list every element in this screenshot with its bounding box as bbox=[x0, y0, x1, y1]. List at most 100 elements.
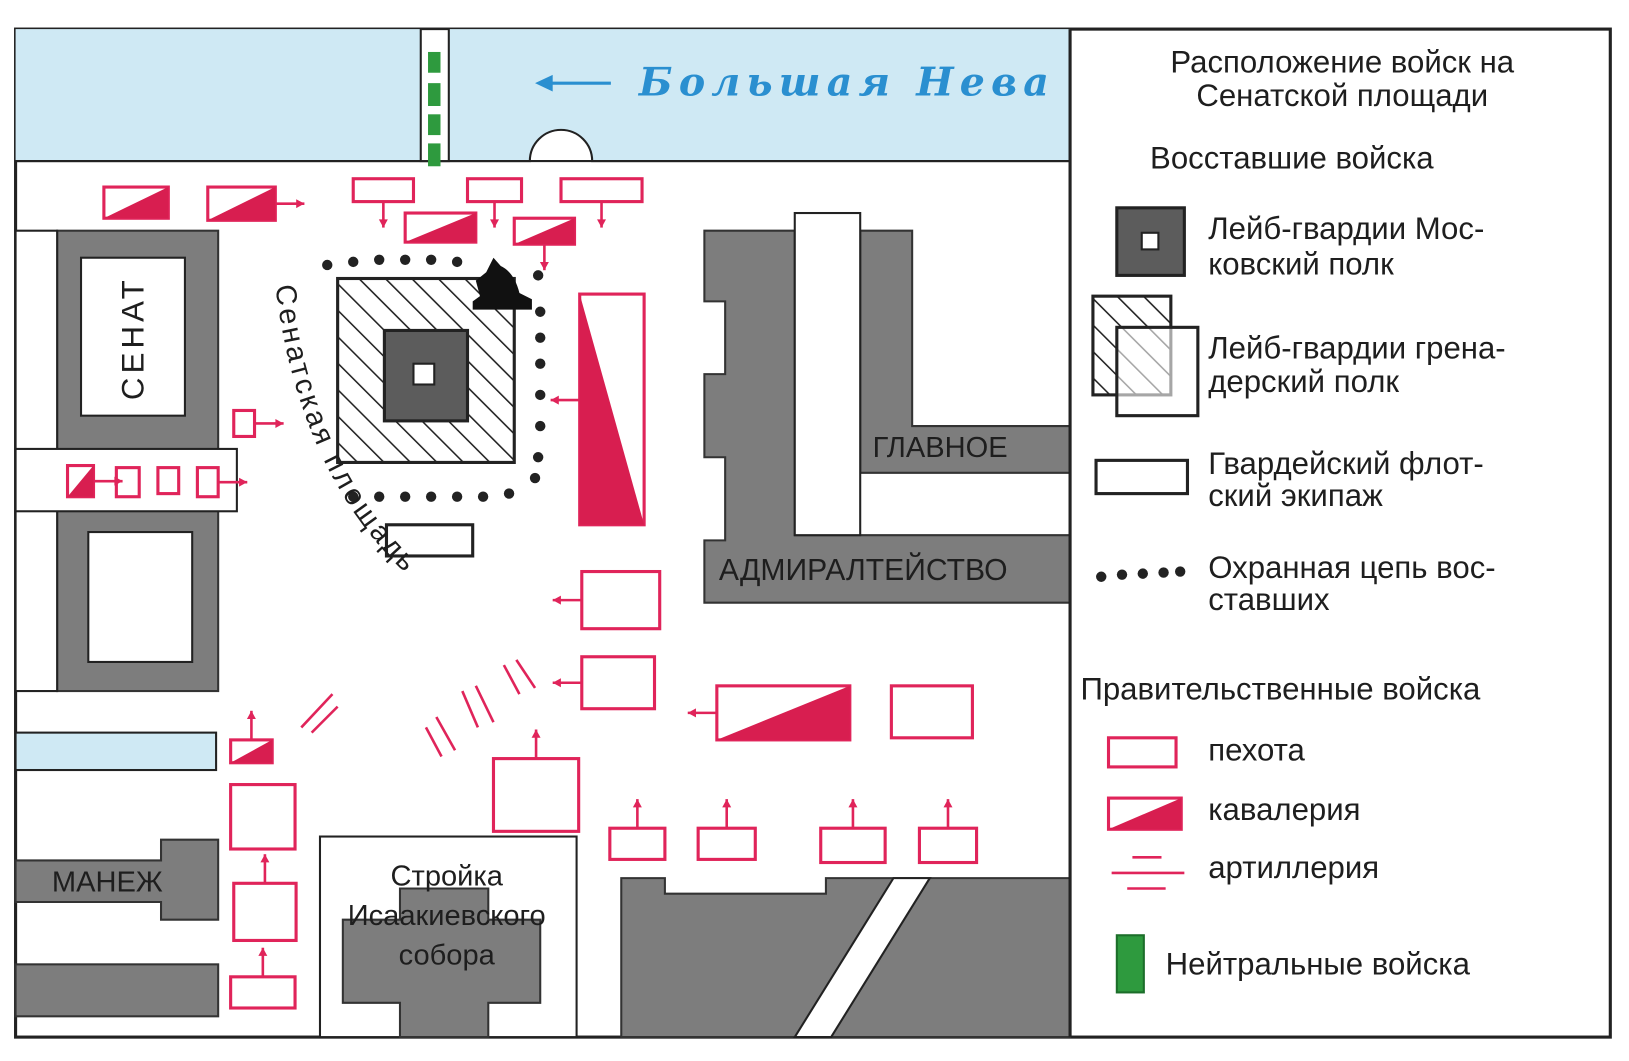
bottom-building bbox=[620, 877, 1072, 1039]
manege-building: МАНЕЖ bbox=[14, 838, 220, 1018]
svg-text:Лейб-гвардии грена-: Лейб-гвардии грена- bbox=[1208, 331, 1505, 366]
svg-text:Сенатской площади: Сенатской площади bbox=[1196, 78, 1488, 113]
svg-text:собора: собора bbox=[399, 939, 496, 971]
artillery-icon bbox=[1111, 856, 1185, 890]
svg-text:кавалерия: кавалерия bbox=[1208, 792, 1360, 827]
svg-text:ковский полк: ковский полк bbox=[1208, 246, 1394, 281]
guard-chain-dot bbox=[503, 488, 515, 499]
cavalry-unit bbox=[102, 185, 170, 220]
infantry-icon bbox=[1106, 736, 1178, 769]
svg-text:ставших: ставших bbox=[1208, 582, 1330, 617]
guard-chain-dot bbox=[451, 491, 463, 502]
guard-chain-dot bbox=[477, 491, 489, 502]
infantry-unit bbox=[889, 684, 974, 740]
svg-text:Восставшие войска: Восставшие войска bbox=[1150, 140, 1434, 175]
movement-arrow-icon bbox=[260, 854, 270, 884]
svg-text:Гвардейский флот-: Гвардейский флот- bbox=[1208, 446, 1484, 481]
guard-chain-dot bbox=[374, 491, 385, 502]
svg-text:Лейб-гвардии Мос-: Лейб-гвардии Мос- bbox=[1208, 211, 1484, 246]
guard-chain-dot bbox=[535, 306, 546, 317]
svg-text:Охранная цепь вос-: Охранная цепь вос- bbox=[1208, 550, 1495, 585]
grenadier-regiment-icon bbox=[1091, 294, 1200, 418]
movement-arrow-icon bbox=[378, 201, 388, 228]
svg-text:артиллерия: артиллерия bbox=[1208, 850, 1379, 885]
guard-chain-dot bbox=[535, 332, 546, 343]
guard-chain-dot bbox=[348, 491, 359, 502]
guard-chain-dot bbox=[535, 389, 546, 401]
movement-arrow-icon bbox=[93, 476, 123, 486]
svg-text:Исаакиевского: Исаакиевского bbox=[348, 900, 546, 932]
cavalry-unit bbox=[578, 292, 646, 527]
government-troops bbox=[65, 177, 979, 1010]
artillery-unit bbox=[474, 685, 495, 723]
movement-arrow-icon bbox=[687, 708, 717, 718]
guard-chain-dot bbox=[399, 254, 411, 265]
movement-arrow-icon bbox=[597, 201, 607, 228]
canal bbox=[14, 731, 218, 772]
guard-chain-dot bbox=[535, 358, 546, 369]
artillery-unit bbox=[502, 664, 521, 695]
svg-text:ский экипаж: ский экипаж bbox=[1208, 478, 1383, 513]
neutral-troops-icon bbox=[1115, 934, 1145, 994]
artillery-unit bbox=[300, 693, 334, 729]
svg-text:дерский полк: дерский полк bbox=[1208, 364, 1399, 399]
artillery-unit bbox=[424, 726, 443, 758]
naval-crew bbox=[384, 523, 475, 558]
guard-chain-icon bbox=[1096, 566, 1186, 582]
senate-building: СЕНАТ bbox=[14, 229, 238, 693]
rebel-troops bbox=[322, 254, 546, 558]
guard-chain bbox=[322, 254, 546, 502]
guard-chain-dot bbox=[529, 472, 541, 484]
movement-arrow-icon bbox=[218, 477, 248, 487]
guard-chain-dot bbox=[535, 420, 546, 432]
svg-text:пехота: пехота bbox=[1208, 733, 1305, 768]
guard-chain-dot bbox=[532, 270, 544, 281]
movement-arrow-icon bbox=[275, 199, 305, 209]
guard-chain-dot bbox=[425, 254, 437, 265]
admiralty-building: ГЛАВНОЕ АДМИРАЛТЕЙСТВО bbox=[703, 211, 1072, 604]
movement-arrow-icon bbox=[552, 595, 582, 605]
legend: Расположение войск на Сенатской площади … bbox=[1068, 29, 1515, 1038]
moscow-regiment-icon bbox=[1115, 206, 1186, 277]
guard-chain-dot bbox=[399, 491, 411, 502]
guard-chain-dot bbox=[322, 259, 333, 271]
movement-arrow-icon bbox=[632, 799, 642, 829]
artillery-unit bbox=[310, 705, 339, 734]
movement-arrow-icon bbox=[550, 395, 580, 405]
guard-chain-dot bbox=[451, 256, 463, 268]
movement-arrow-icon bbox=[539, 244, 549, 271]
movement-arrow-icon bbox=[258, 947, 268, 977]
guard-chain-dot bbox=[374, 254, 385, 265]
movement-arrow-icon bbox=[848, 799, 858, 829]
movement-arrow-icon bbox=[254, 418, 284, 428]
isaac-cathedral-construction: Стройка Исаакиевского собора bbox=[318, 835, 578, 1039]
infantry-unit bbox=[229, 783, 297, 851]
movement-arrow-icon bbox=[531, 729, 541, 759]
movement-arrow-icon bbox=[490, 201, 500, 228]
movement-arrow-icon bbox=[943, 799, 953, 829]
admiralty-label: АДМИРАЛТЕЙСТВО bbox=[719, 553, 1008, 587]
svg-text:Правительственные войска: Правительственные войска bbox=[1080, 671, 1481, 706]
bronze-horseman-icon bbox=[472, 257, 532, 310]
manege-label: МАНЕЖ bbox=[52, 867, 163, 899]
river-label: Большая Нева bbox=[638, 60, 1055, 106]
artillery-unit bbox=[461, 690, 480, 728]
river-neva: Большая Нева bbox=[15, 28, 1071, 167]
svg-text:Стройка: Стройка bbox=[391, 860, 504, 892]
glavnoe-label: ГЛАВНОЕ bbox=[873, 432, 1008, 464]
guard-chain-dot bbox=[532, 452, 544, 463]
naval-crew-icon bbox=[1094, 458, 1190, 496]
svg-text:Расположение войск на: Расположение войск на bbox=[1170, 45, 1514, 80]
guard-chain-dot bbox=[348, 256, 359, 268]
infantry-unit bbox=[156, 466, 181, 496]
movement-arrow-icon bbox=[722, 799, 732, 829]
artillery-unit bbox=[435, 716, 457, 751]
senate-label: СЕНАТ bbox=[115, 276, 150, 400]
movement-arrow-icon bbox=[552, 678, 582, 688]
neutral-troops bbox=[428, 51, 441, 167]
guard-chain-dot bbox=[425, 491, 437, 502]
movement-arrow-icon bbox=[246, 710, 256, 740]
artillery-unit bbox=[515, 659, 537, 689]
svg-text:Нейтральные войска: Нейтральные войска bbox=[1166, 947, 1471, 982]
